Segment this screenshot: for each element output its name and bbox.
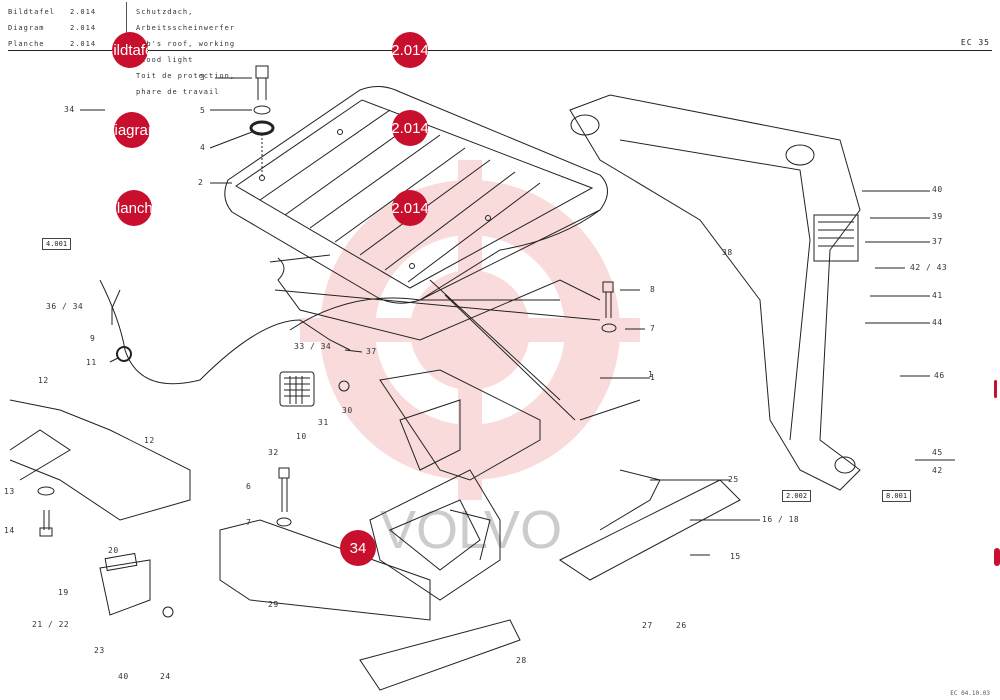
callout: 46 — [934, 371, 945, 380]
header-title: Schutzdach, Arbeitsscheinwerfer — [136, 8, 236, 32]
ref-box: 2.002 — [782, 490, 812, 502]
watermark-text: VOLVO — [380, 500, 562, 560]
callout: 29 — [268, 600, 279, 609]
callout: 5 — [200, 106, 206, 115]
watermark-logo — [300, 160, 640, 500]
header-labels: Bildtafel Diagram Planche — [8, 4, 55, 52]
hotspot-part-34[interactable]: 34 — [340, 530, 376, 566]
callout: 7 — [650, 324, 656, 333]
callout: 39 — [932, 212, 943, 221]
callout: 4 — [200, 143, 206, 152]
bolt-3 — [255, 65, 269, 100]
header-code: 2.014 — [70, 8, 97, 16]
callout: 40 — [932, 185, 943, 194]
callout: 42 — [932, 466, 943, 475]
callout: 37 — [932, 237, 943, 246]
callout: 16 / 18 — [762, 515, 800, 524]
callout: 36 / 34 — [46, 302, 84, 311]
callout: 8 — [650, 285, 656, 294]
callout: 19 — [58, 588, 69, 597]
callout: 45 — [932, 448, 943, 457]
seal-4 — [249, 120, 275, 136]
header-divider — [126, 2, 127, 46]
callout: 40 — [118, 672, 129, 681]
callout: 12 — [38, 376, 49, 385]
header-label: Planche — [8, 40, 45, 48]
callout: 37 — [366, 347, 377, 356]
hotspot-code[interactable]: 2.014 — [392, 110, 428, 146]
callout: 1 — [648, 370, 654, 379]
callout: 21 / 22 — [32, 620, 70, 629]
hotspot-code[interactable]: 2.014 — [392, 190, 428, 226]
callout: 13 — [4, 487, 15, 496]
header-label: Diagram — [8, 24, 45, 32]
callout: 34 — [64, 105, 75, 114]
ref-box: 4.001 — [42, 238, 72, 250]
hotspot-diagram[interactable]: Diagram — [114, 112, 150, 148]
edge-marker — [994, 380, 997, 398]
callout: 42 / 43 — [910, 263, 948, 272]
hotspot-bildtafel[interactable]: Bildtafel — [112, 32, 148, 68]
callout: 10 — [296, 432, 307, 441]
callout: 25 — [728, 475, 739, 484]
callout: 3 — [200, 73, 206, 82]
hotspot-code[interactable]: 2.014 — [392, 32, 428, 68]
callout: 33 / 34 — [294, 342, 332, 351]
callout: 12 — [144, 436, 155, 445]
washer-5 — [253, 105, 271, 115]
model-code: EC 35 — [960, 38, 990, 47]
callout: 32 — [268, 448, 279, 457]
footer-code: EC 04.10.03 — [950, 690, 990, 697]
callout: 6 — [246, 482, 252, 491]
header-label: Bildtafel — [8, 8, 55, 16]
header-title: Toit de protection, phare de travail — [136, 72, 236, 96]
callout: 23 — [94, 646, 105, 655]
edge-marker[interactable] — [994, 548, 1000, 566]
header-code: 2.014 — [70, 24, 97, 32]
header-titles: Schutzdach, Arbeitsscheinwerfer Cab's ro… — [136, 4, 235, 100]
callout: 26 — [676, 621, 687, 630]
callout: 2 — [198, 178, 204, 187]
header-title: Cab's roof, working flood light — [136, 40, 236, 64]
callout: 14 — [4, 526, 15, 535]
callout: 20 — [108, 546, 119, 555]
header-codes: 2.014 2.014 2.014 — [70, 4, 96, 52]
callout: 41 — [932, 291, 943, 300]
callout: 31 — [318, 418, 329, 427]
control-box — [813, 214, 859, 262]
header-rule — [8, 50, 992, 51]
callout: 44 — [932, 318, 943, 327]
callout: 38 — [722, 248, 733, 257]
ref-box: 8.001 — [882, 490, 912, 502]
header-code: 2.014 — [70, 40, 97, 48]
boom-arm — [569, 94, 861, 491]
callout: 30 — [342, 406, 353, 415]
callout: 11 — [86, 358, 97, 367]
work-light — [279, 371, 315, 407]
callout: 7 — [246, 518, 252, 527]
callout: 1 — [650, 373, 656, 382]
callout: 15 — [730, 552, 741, 561]
hotspot-planche[interactable]: Planche — [116, 190, 152, 226]
callout: 28 — [516, 656, 527, 665]
callout: 9 — [90, 334, 96, 343]
callout: 24 — [160, 672, 171, 681]
callout: 27 — [642, 621, 653, 630]
